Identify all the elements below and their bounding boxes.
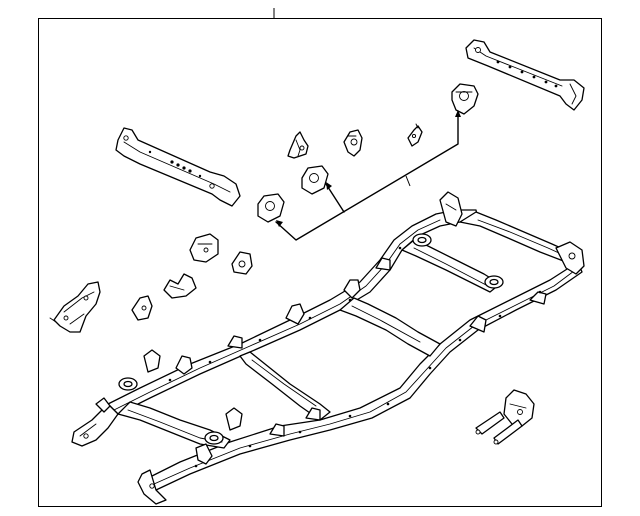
front-shackle-bracket: [49, 281, 101, 333]
rear-crossmember: [465, 39, 585, 111]
leader-lines: [275, 110, 461, 241]
bracket-left-4: [131, 295, 153, 321]
bracket-top-2: [343, 129, 363, 157]
bracket-left-2: [231, 251, 253, 275]
body-mount-bracket-left: [257, 193, 285, 223]
bracket-left-1: [189, 233, 219, 263]
bracket-top-3: [407, 123, 423, 147]
front-crossmember: [115, 127, 241, 207]
hitch-bracket: [475, 389, 535, 445]
diagram-border: [38, 18, 602, 507]
main-frame: [71, 191, 585, 505]
bracket-left-3: [163, 273, 197, 299]
body-mount-bracket-center: [301, 165, 329, 195]
bracket-top-1: [287, 131, 309, 159]
body-mount-bracket-right: [451, 83, 479, 115]
